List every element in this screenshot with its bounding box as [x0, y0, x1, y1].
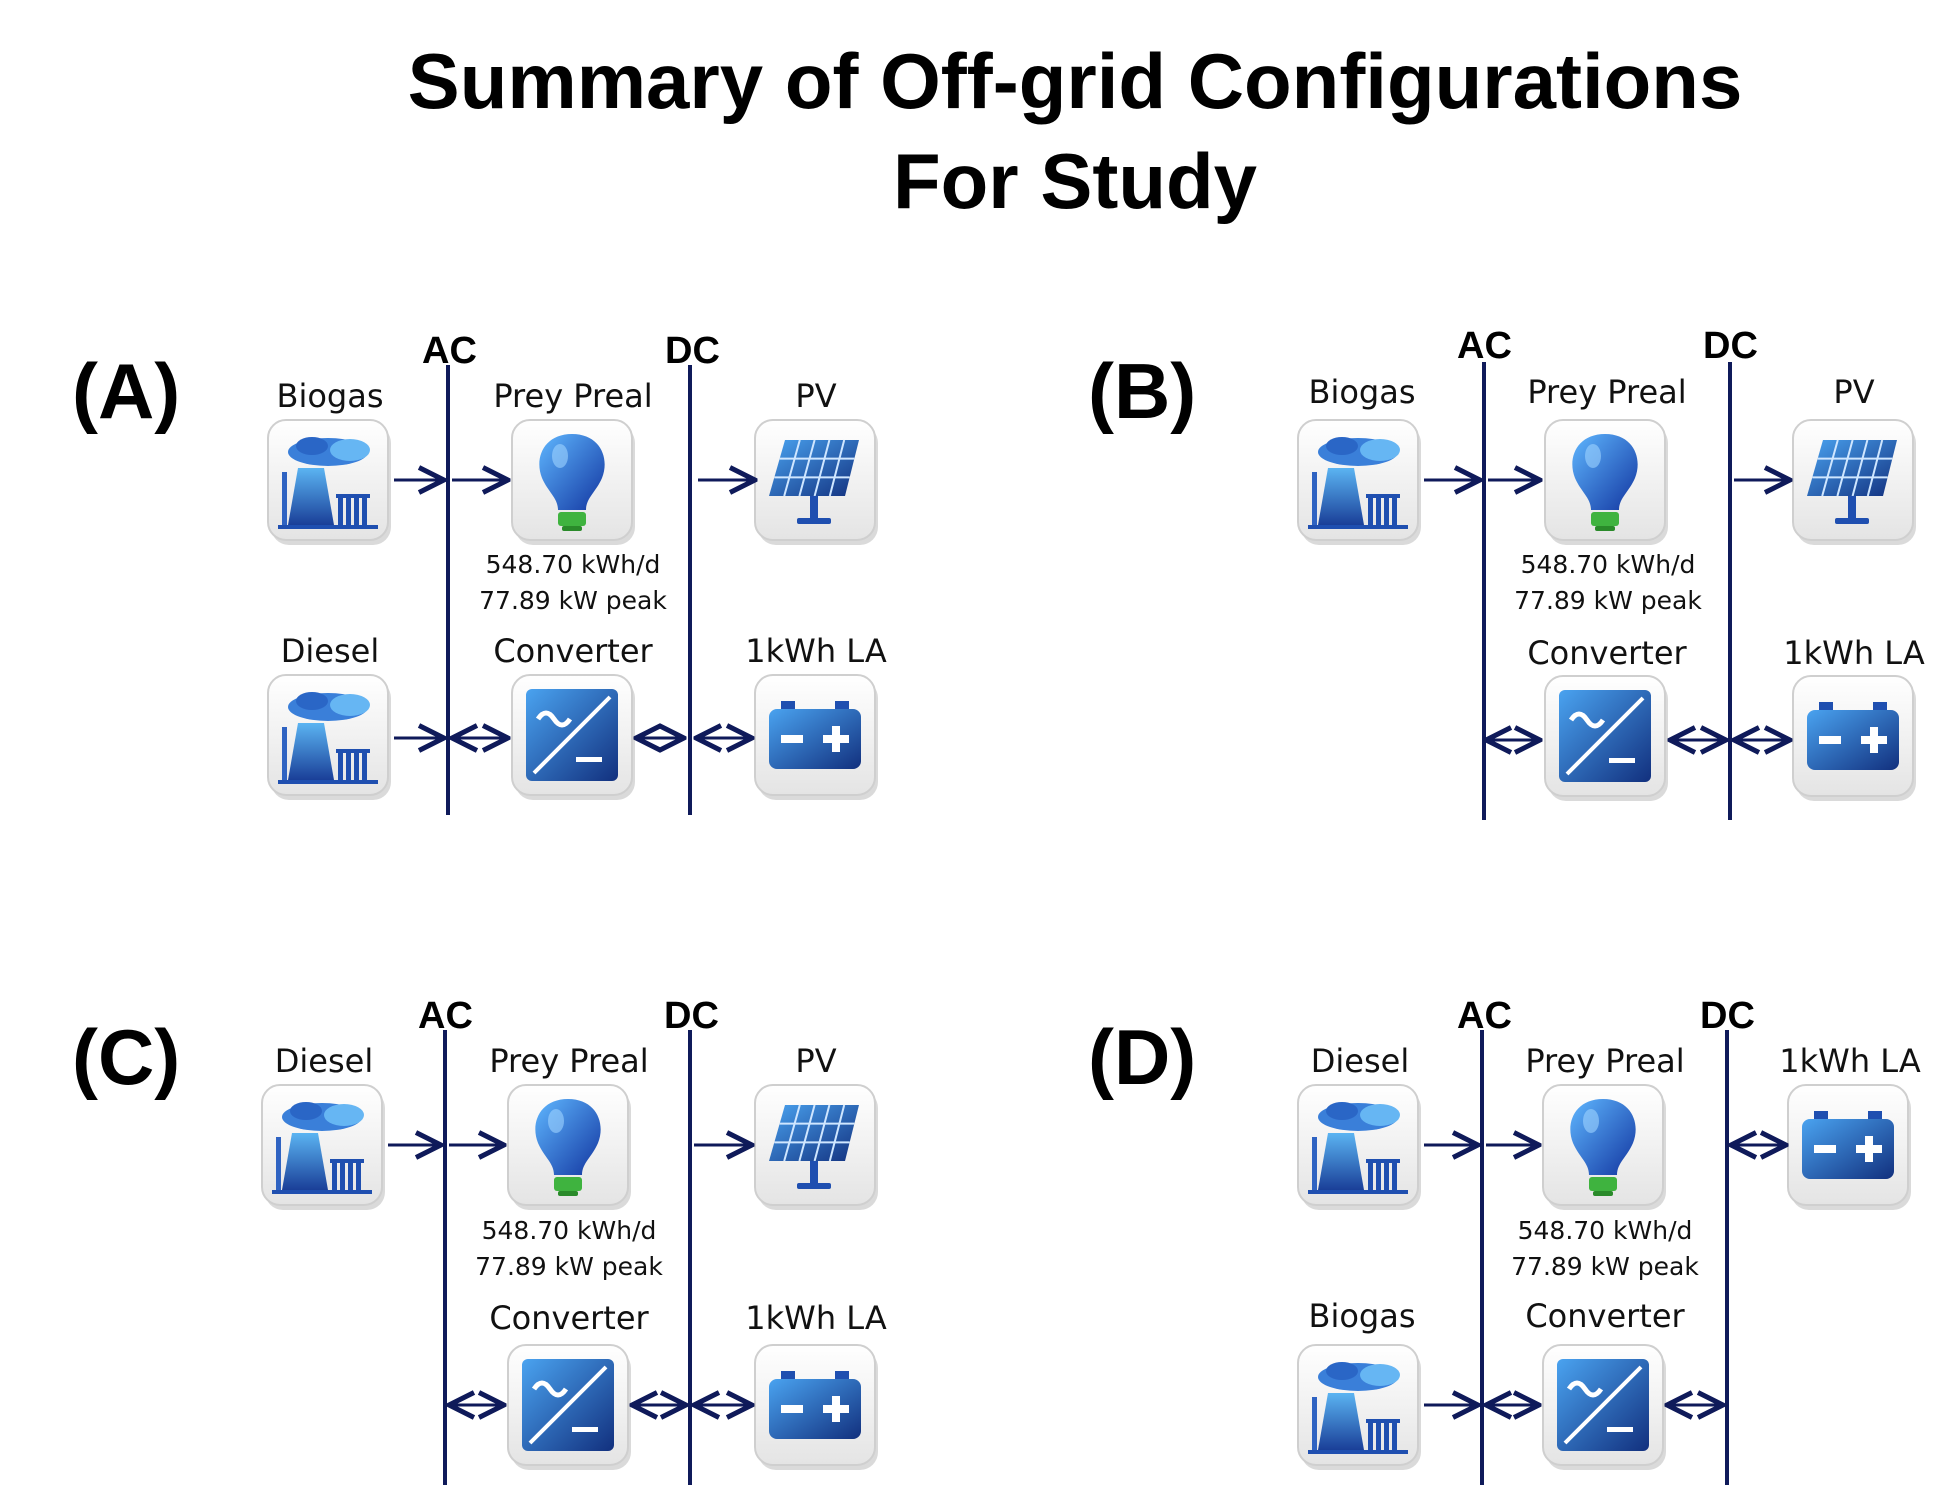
- battery-icon: [754, 1344, 878, 1470]
- light-bulb-icon: [507, 1084, 631, 1210]
- power-plant-icon: [267, 419, 391, 545]
- converter-icon: [1542, 1344, 1666, 1470]
- load-peak-label: 77.89 kW peak: [475, 1252, 663, 1281]
- ac-bus-label: AC: [1457, 995, 1512, 1037]
- ac-bus-label: AC: [418, 995, 473, 1037]
- load-name-label: Prey Preal: [1525, 1042, 1685, 1080]
- pv-label: PV: [795, 1042, 837, 1080]
- panel-label: (B): [1088, 347, 1197, 435]
- converter-icon: [507, 1344, 631, 1470]
- load-peak-label: 77.89 kW peak: [1511, 1252, 1699, 1281]
- battery-icon: [1787, 1084, 1911, 1210]
- battery-icon: [754, 674, 878, 800]
- diesel-label: Diesel: [274, 1042, 374, 1080]
- power-plant-icon: [261, 1084, 385, 1210]
- power-plant-icon: [1297, 419, 1421, 545]
- dc-bus-label: DC: [1700, 995, 1755, 1037]
- load-peak-label: 77.89 kW peak: [479, 586, 667, 615]
- biogas-label: Biogas: [276, 377, 384, 415]
- panel-label: (A): [72, 347, 181, 435]
- power-plant-icon: [1297, 1084, 1421, 1210]
- diesel-label: Diesel: [280, 632, 380, 670]
- converter-label: Converter: [1525, 1297, 1685, 1335]
- load-name-label: Prey Preal: [489, 1042, 649, 1080]
- light-bulb-icon: [1542, 1084, 1666, 1210]
- battery-label: 1kWh LA: [1783, 634, 1925, 672]
- battery-label: 1kWh LA: [745, 1299, 887, 1337]
- biogas-label: Biogas: [1308, 373, 1416, 411]
- converter-label: Converter: [1527, 634, 1687, 672]
- load-energy-label: 548.70 kWh/d: [1517, 1216, 1693, 1245]
- dc-bus-label: DC: [664, 995, 719, 1037]
- panel-c: (C) AC DC Diesel Prey Preal PV 548.70 kW…: [0, 300, 887, 1334]
- biogas-label: Biogas: [1308, 1297, 1416, 1335]
- pv-label: PV: [795, 377, 837, 415]
- dc-bus-label: DC: [665, 330, 720, 372]
- converter-label: Converter: [493, 632, 653, 670]
- load-energy-label: 548.70 kWh/d: [481, 1216, 657, 1245]
- load-name-label: Prey Preal: [493, 377, 653, 415]
- load-peak-label: 77.89 kW peak: [1514, 586, 1702, 615]
- power-plant-icon: [1297, 1344, 1421, 1470]
- battery-icon: [1792, 675, 1916, 801]
- load-name-label: Prey Preal: [1527, 373, 1687, 411]
- diesel-label: Diesel: [1310, 1042, 1410, 1080]
- ac-bus-label: AC: [422, 330, 477, 372]
- load-energy-label: 548.70 kWh/d: [485, 550, 661, 579]
- battery-label: 1kWh LA: [745, 632, 887, 670]
- solar-panel-icon: [754, 419, 878, 545]
- solar-panel-icon: [1792, 419, 1916, 545]
- converter-icon: [1544, 675, 1668, 801]
- figure-title-line-1: Summary of Off-grid Configurations: [407, 37, 1743, 125]
- converter-icon: [511, 674, 635, 800]
- light-bulb-icon: [1544, 419, 1668, 545]
- load-energy-label: 548.70 kWh/d: [1520, 550, 1696, 579]
- solar-panel-icon: [754, 1084, 878, 1210]
- converter-label: Converter: [489, 1299, 649, 1337]
- panel-d: (D) AC DC Diesel Prey Preal 1kWh LA 548.…: [0, 300, 1921, 1332]
- pv-label: PV: [1833, 373, 1875, 411]
- ac-bus-label: AC: [1457, 325, 1512, 367]
- battery-label: 1kWh LA: [1779, 1042, 1921, 1080]
- figure-title-line-2: For Study: [893, 137, 1257, 225]
- power-plant-icon: [267, 674, 391, 800]
- panel-a: (A) AC DC Biogas Prey Preal PV 548.70 kW…: [0, 300, 887, 860]
- panel-label: (D): [1088, 1013, 1197, 1101]
- dc-bus-label: DC: [1703, 325, 1758, 367]
- panel-b: (B) AC DC Biogas Prey Preal PV 548.70 kW…: [0, 300, 1925, 860]
- light-bulb-icon: [511, 419, 635, 545]
- panel-label: (C): [72, 1013, 181, 1101]
